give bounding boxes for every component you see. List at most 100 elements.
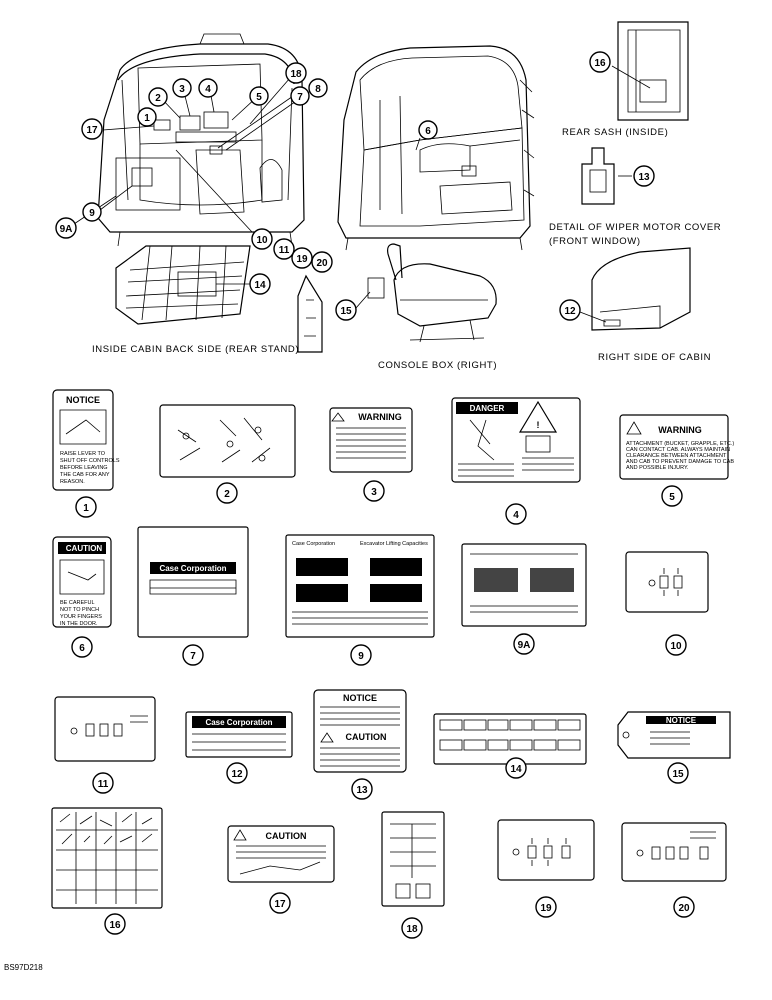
- callout-15: 15: [335, 299, 357, 321]
- decal-15: NOTICE 15: [617, 711, 731, 784]
- decal-20-number: 20: [678, 903, 690, 914]
- decal-5-line-4: AND CAB TO PREVENT DAMAGE TO CAB: [626, 459, 734, 465]
- svg-text:!: !: [537, 420, 540, 430]
- decal-9: Case Corporation Excavator Lifting Capac…: [285, 534, 435, 666]
- callout-16: 16: [589, 51, 611, 73]
- decal-15-heading: NOTICE: [666, 716, 697, 725]
- callout-4-label: 4: [205, 84, 211, 95]
- decal-7-brand: Case Corporation: [159, 564, 226, 573]
- decal-17-number: 17: [274, 899, 286, 910]
- callout-11-label: 11: [279, 245, 290, 256]
- decal-3-heading: WARNING: [358, 412, 402, 422]
- cab-rear-view: [97, 33, 305, 247]
- decal-18-number: 18: [406, 924, 418, 935]
- decal-5-line-1: ATTACHMENT (BUCKET, GRAPPLE, ETC.): [626, 441, 734, 447]
- decal-6-line-4: IN THE DOOR.: [60, 621, 98, 627]
- callout-20: 20: [311, 251, 333, 273]
- decal-6-number: 6: [79, 643, 85, 654]
- decal-7-number: 7: [190, 651, 196, 662]
- callout-15-label: 15: [340, 306, 352, 317]
- callout-16-label: 16: [594, 58, 606, 69]
- decal-13-heading-1: NOTICE: [343, 693, 377, 703]
- decal-7: Case Corporation 7: [137, 526, 249, 666]
- decal-2: 2: [159, 404, 296, 504]
- callout-11: 11: [273, 238, 295, 260]
- decal-5: WARNING ATTACHMENT (BUCKET, GRAPPLE, ETC…: [619, 414, 734, 507]
- decal-12: Case Corporation 12: [185, 711, 293, 784]
- callout-20-label: 20: [316, 258, 328, 269]
- decal-5-heading: WARNING: [658, 425, 702, 435]
- callout-13: 13: [633, 165, 655, 187]
- right-side-cabin-detail: [591, 247, 691, 331]
- callout-19-label: 19: [296, 254, 308, 265]
- decal-16-number: 16: [109, 920, 121, 931]
- callout-18-label: 18: [290, 69, 302, 80]
- callout-5: 5: [249, 86, 269, 106]
- decal-11-number: 11: [98, 779, 109, 790]
- decal-20: 20: [621, 822, 727, 918]
- decal-1-line-2: SHUT OFF CONTROLS: [60, 458, 120, 464]
- decal-1-line-1: RAISE LEVER TO: [60, 451, 106, 457]
- decal-10: 10: [625, 551, 709, 656]
- caption-rear-sash: REAR SASH (INSIDE): [562, 127, 668, 138]
- decal-6-line-3: YOUR FINGERS: [60, 614, 102, 620]
- decal-17-heading: CAUTION: [266, 831, 307, 841]
- decal-1-number: 1: [83, 503, 89, 514]
- wiper-motor-cover-detail: [581, 147, 615, 205]
- callout-3-label: 3: [179, 84, 185, 95]
- rear-sash-detail: [617, 21, 689, 121]
- decal-13: NOTICE CAUTION 13: [313, 689, 407, 800]
- callout-14: 14: [249, 273, 271, 295]
- decal-9a-number: 9A: [518, 640, 531, 651]
- decal-5-line-3: CLEARANCE BETWEEN ATTACHMENT: [626, 453, 727, 459]
- figure-code: BS97D218: [4, 963, 43, 972]
- decal-4-heading: DANGER: [470, 404, 505, 413]
- decal-3-number: 3: [371, 487, 377, 498]
- callout-2-label: 2: [155, 93, 161, 104]
- decal-9-number: 9: [358, 651, 364, 662]
- callout-12-label: 12: [564, 306, 576, 317]
- decal-6-heading: CAUTION: [66, 544, 103, 553]
- decal-9-header-right: Excavator Lifting Capacities: [360, 541, 428, 547]
- decal-6-line-2: NOT TO PINCH: [60, 607, 99, 613]
- callout-9: 9: [82, 202, 102, 222]
- caption-wiper-motor-line1: DETAIL OF WIPER MOTOR COVER: [549, 222, 721, 233]
- decal-11: 11: [54, 696, 156, 794]
- cab-side-view: [337, 45, 535, 251]
- decal-14: 14: [433, 713, 587, 779]
- decal-16: 16: [51, 807, 163, 935]
- decal-17: CAUTION 17: [227, 825, 335, 914]
- rear-stand-detail: [115, 245, 251, 325]
- callout-4: 4: [198, 78, 218, 98]
- decal-5-line-2: CAN CONTACT CAB. ALWAYS MAINTAIN: [626, 447, 730, 453]
- callout-10: 10: [251, 228, 273, 250]
- callout-8-label: 8: [315, 84, 321, 95]
- decal-13-number: 13: [356, 785, 368, 796]
- decal-4-number: 4: [513, 510, 519, 521]
- callout-7-label: 7: [297, 92, 303, 103]
- decal-18: 18: [381, 811, 445, 939]
- decal-1-line-3: BEFORE LEAVING: [60, 465, 108, 471]
- callout-12: 12: [559, 299, 581, 321]
- callout-9a: 9A: [55, 217, 77, 239]
- callout-19: 19: [291, 247, 313, 269]
- caption-rear-stand: INSIDE CABIN BACK SIDE (REAR STAND): [92, 344, 299, 355]
- callout-9-label: 9: [89, 208, 95, 219]
- decal-6: CAUTION BE CAREFUL NOT TO PINCH YOUR FIN…: [52, 536, 112, 658]
- callout-6: 6: [418, 120, 438, 140]
- decal-5-line-5: AND POSSIBLE INJURY.: [626, 465, 689, 471]
- caption-wiper-motor-line2: (FRONT WINDOW): [549, 236, 641, 247]
- decal-14-number: 14: [510, 764, 522, 775]
- callout-8: 8: [308, 78, 328, 98]
- callout-6-label: 6: [425, 126, 431, 137]
- decal-1: NOTICE RAISE LEVER TO SHUT OFF CONTROLS …: [52, 389, 120, 518]
- caption-console-box: CONSOLE BOX (RIGHT): [378, 360, 497, 371]
- decal-1-line-5: REASON.: [60, 479, 85, 485]
- callout-13-label: 13: [638, 172, 650, 183]
- decal-19-number: 19: [540, 903, 552, 914]
- callout-5-label: 5: [256, 92, 262, 103]
- decal-12-brand: Case Corporation: [205, 718, 272, 727]
- callout-14-label: 14: [254, 280, 266, 291]
- callout-9a-label: 9A: [60, 224, 73, 235]
